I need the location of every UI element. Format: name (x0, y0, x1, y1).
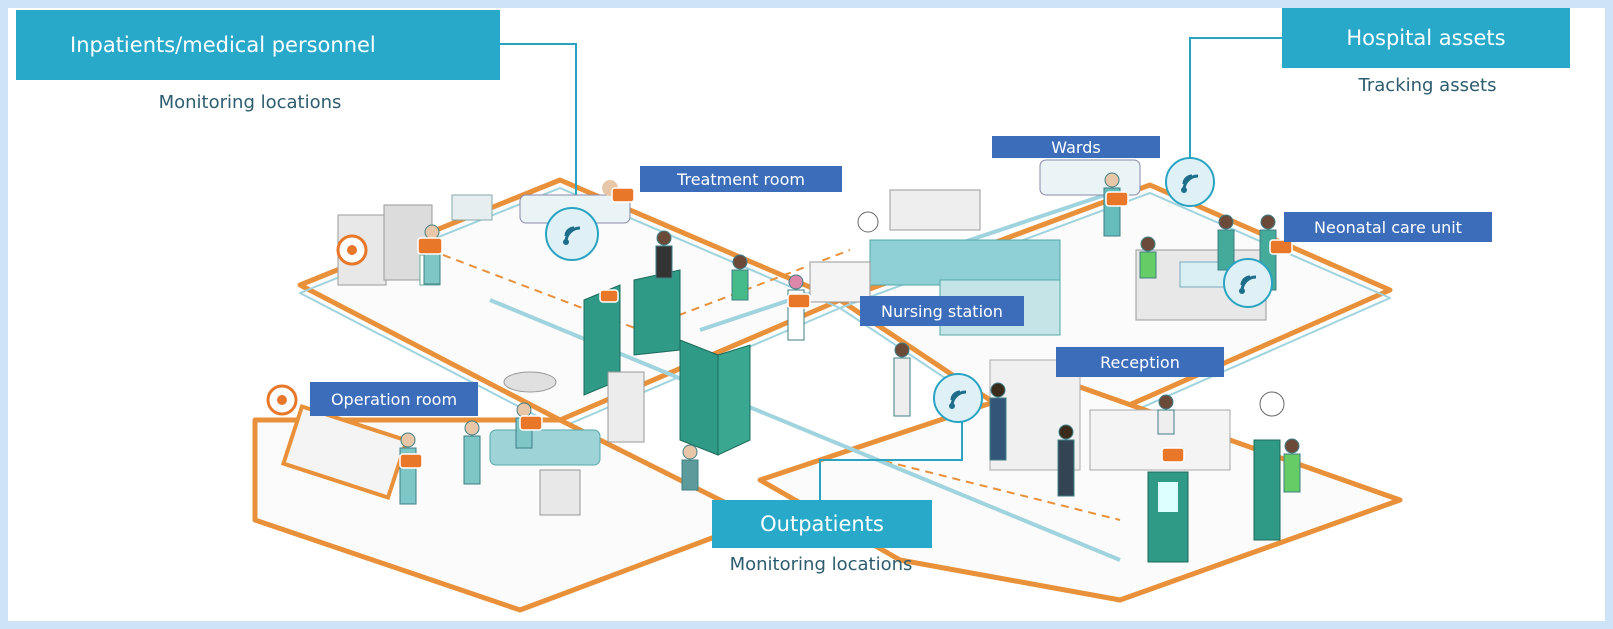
room-label-treatment: Treatment room (640, 166, 842, 192)
outpatients-subtitle: Monitoring locations (729, 554, 913, 575)
reception-furniture (989, 359, 1285, 563)
room-label-reception: Reception (1056, 347, 1224, 377)
treatment-room-equipment (337, 180, 631, 286)
outpatients-header: Outpatients (712, 500, 932, 548)
room-label-nursing: Nursing station (860, 296, 1024, 326)
connector-lines (500, 37, 1282, 500)
inpatients-header: Inpatients/medical personnel (16, 10, 500, 80)
hospital-assets-header: Hospital assets (1282, 8, 1570, 68)
location-tag-icon (399, 187, 1293, 469)
room-label-operation: Operation room (310, 382, 478, 416)
inpatients-subtitle: Monitoring locations (158, 92, 342, 113)
hospital-assets-subtitle: Tracking assets (1358, 75, 1497, 96)
room-label-neonatal: Neonatal care unit (1284, 212, 1492, 242)
room-label-wards: Wards (992, 136, 1160, 158)
wifi-signal-icon (266, 157, 1273, 423)
